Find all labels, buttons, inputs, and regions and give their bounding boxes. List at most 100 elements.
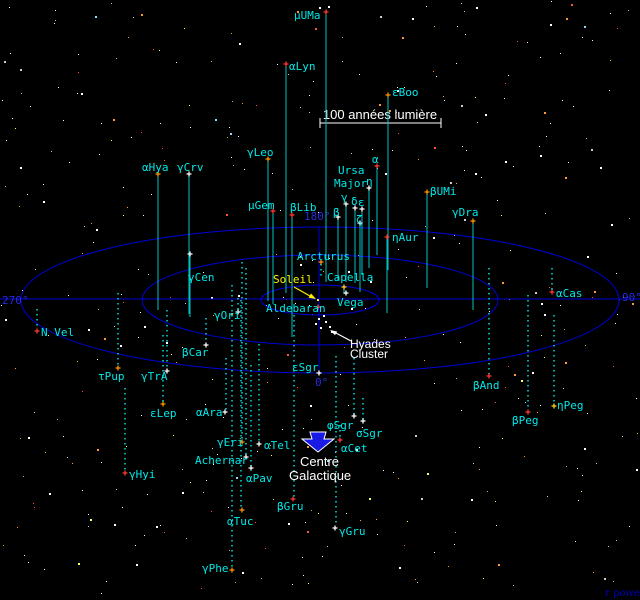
background-star — [133, 17, 134, 18]
background-star — [82, 490, 83, 491]
background-star — [407, 521, 408, 522]
background-star — [383, 470, 384, 471]
background-star — [278, 318, 279, 319]
star-label-εSgr: εSgr — [292, 361, 319, 374]
star-dot-ζ — [357, 220, 363, 226]
background-star — [524, 456, 525, 457]
star-dot-γTrA — [164, 368, 170, 374]
background-star — [99, 154, 100, 155]
star-dot-γGru — [332, 525, 338, 531]
background-star — [311, 419, 312, 420]
background-star — [629, 526, 630, 527]
galactic-centre-arrow — [300, 431, 336, 453]
background-star — [434, 383, 435, 384]
longitude-label: 180° — [304, 210, 331, 223]
star-label-αTuc: αTuc — [227, 515, 254, 528]
background-star — [101, 462, 102, 463]
star-dot-αCas — [549, 289, 555, 295]
background-star — [454, 544, 455, 545]
star-label-βUMi: βUMi — [430, 185, 457, 198]
background-star — [593, 572, 594, 573]
background-star — [288, 74, 289, 75]
background-star — [582, 475, 583, 476]
background-star — [101, 593, 102, 594]
background-star — [584, 26, 586, 28]
star-label-Vega: Vega — [337, 296, 364, 309]
background-star — [617, 28, 618, 29]
background-star — [303, 428, 304, 429]
star-dot-Vega — [343, 290, 349, 296]
background-star — [425, 226, 426, 227]
background-star — [609, 90, 610, 91]
background-star — [372, 220, 373, 221]
background-star — [233, 165, 234, 166]
background-star — [88, 526, 89, 527]
star-dot-γCen — [187, 251, 193, 257]
background-star — [190, 482, 191, 483]
background-star — [455, 532, 456, 533]
background-star — [223, 417, 224, 418]
background-star — [300, 107, 301, 108]
background-star — [317, 461, 318, 462]
background-star — [160, 525, 161, 526]
background-star — [114, 524, 116, 526]
background-star — [236, 477, 238, 479]
background-star — [475, 97, 476, 98]
background-star — [267, 382, 268, 383]
background-star — [312, 260, 313, 261]
background-star — [143, 215, 144, 216]
background-star — [436, 76, 437, 77]
ursa-major-label-line2: Major — [334, 177, 367, 190]
background-star — [540, 155, 542, 157]
star-dot-μGem — [270, 208, 276, 214]
background-star — [399, 567, 401, 569]
background-star — [126, 446, 127, 447]
star-markers — [34, 9, 557, 573]
background-star — [498, 564, 500, 566]
background-star — [300, 264, 302, 266]
star-dot-γOri — [235, 309, 241, 315]
background-star — [397, 87, 398, 88]
background-star — [508, 75, 509, 76]
background-star — [20, 438, 21, 439]
background-star — [505, 387, 506, 388]
background-star — [120, 345, 122, 347]
star-dot-Achernar — [243, 454, 249, 460]
star-dot-αLyn — [283, 61, 289, 67]
background-star — [272, 173, 273, 174]
background-star — [313, 81, 314, 82]
background-star — [5, 319, 7, 321]
background-star — [610, 60, 611, 61]
background-star — [49, 493, 51, 495]
star-label-γCen: γCen — [188, 271, 215, 284]
background-star — [166, 342, 168, 344]
background-star — [267, 368, 268, 369]
background-star — [63, 120, 64, 121]
background-star — [454, 235, 455, 236]
background-star — [550, 24, 552, 26]
star-dot-δ — [352, 205, 358, 211]
background-star — [45, 452, 46, 453]
background-star — [318, 212, 319, 213]
star-label-μGem: μGem — [248, 199, 275, 212]
star-label-βPeg: βPeg — [512, 414, 539, 427]
background-star — [4, 61, 6, 63]
background-star — [121, 294, 122, 295]
background-star — [69, 162, 70, 163]
background-star — [461, 410, 462, 411]
star-dot-ε — [359, 206, 365, 212]
star-dot-αCet — [337, 437, 343, 443]
sun-annotation: Soleil — [273, 273, 319, 301]
background-star — [309, 95, 310, 96]
star-label-Aldebaran: Aldebaran — [266, 302, 326, 315]
background-star — [562, 100, 563, 101]
background-star — [44, 569, 45, 570]
background-star — [213, 464, 214, 465]
background-star — [459, 243, 460, 244]
galactic-centre-label-line2: Galactique — [289, 468, 351, 483]
background-star — [322, 556, 323, 557]
background-star — [170, 297, 171, 298]
background-star — [15, 368, 16, 369]
longitude-label: 0° — [315, 376, 328, 389]
background-star — [443, 96, 444, 97]
